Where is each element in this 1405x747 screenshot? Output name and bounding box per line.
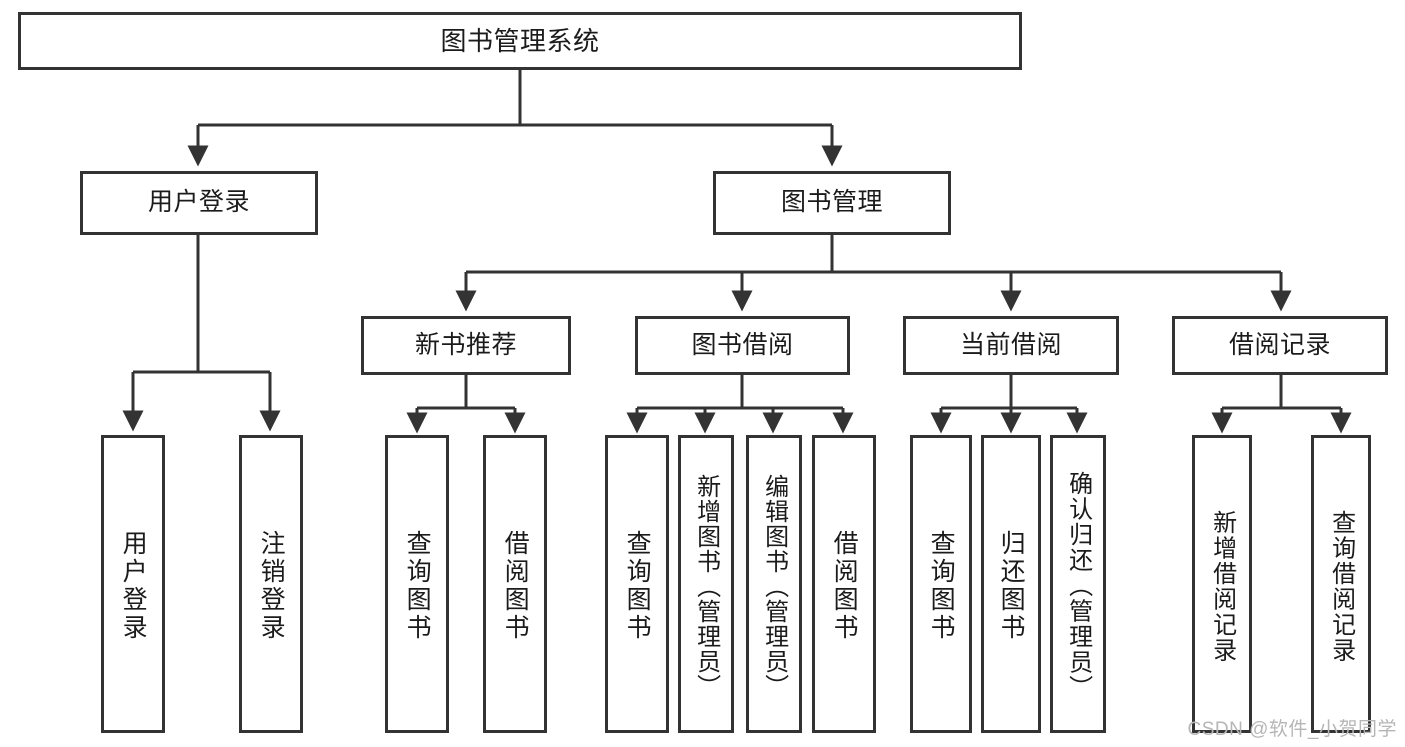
leaf-query-borrow-record[interactable]: 查询借阅记录	[1311, 435, 1371, 733]
leaf-borrow-book-recommend[interactable]: 借阅图书	[483, 435, 547, 733]
node-label: 查询图书	[403, 530, 432, 642]
node-root-system[interactable]: 图书管理系统	[18, 12, 1022, 70]
leaf-add-borrow-record[interactable]: 新增借阅记录	[1192, 435, 1252, 733]
node-label: 新增借阅记录	[1208, 509, 1236, 663]
leaf-user-login[interactable]: 用户登录	[101, 435, 165, 733]
csdn-watermark: CSDN @软件_小贺同学	[1187, 719, 1397, 740]
leaf-confirm-return-admin[interactable]: 确认归还（管理员）	[1050, 435, 1106, 733]
leaf-query-book-borrow[interactable]: 查询图书	[605, 435, 669, 733]
node-label: 新增图书（管理员）	[692, 473, 720, 699]
node-borrow-record[interactable]: 借阅记录	[1172, 316, 1388, 375]
leaf-borrow-book-borrow[interactable]: 借阅图书	[812, 435, 876, 733]
node-label: 图书管理	[780, 188, 883, 217]
node-label: 编辑图书（管理员）	[760, 473, 788, 699]
leaf-query-book-current[interactable]: 查询图书	[910, 435, 972, 733]
node-label: 查询借阅记录	[1327, 509, 1355, 663]
leaf-edit-book-admin[interactable]: 编辑图书（管理员）	[746, 435, 802, 733]
node-label: 借阅图书	[830, 530, 859, 642]
node-label: 归还图书	[997, 530, 1026, 642]
node-label: 确认归还（管理员）	[1064, 471, 1092, 701]
node-label: 图书管理系统	[440, 25, 600, 56]
leaf-add-book-admin[interactable]: 新增图书（管理员）	[678, 435, 734, 733]
node-label: 借阅记录	[1228, 330, 1331, 359]
node-label: 借阅图书	[501, 530, 530, 642]
node-label: 注销登录	[257, 530, 286, 642]
node-label: 当前借阅	[959, 330, 1062, 359]
node-book-borrow[interactable]: 图书借阅	[635, 316, 850, 375]
node-label: 新书推荐	[414, 330, 517, 359]
node-label: 图书借阅	[691, 330, 794, 359]
node-label: 查询图书	[623, 530, 652, 642]
node-label: 用户登录	[119, 530, 148, 642]
node-user-login[interactable]: 用户登录	[80, 171, 318, 235]
node-new-book-recommend[interactable]: 新书推荐	[361, 316, 571, 375]
leaf-logout-login[interactable]: 注销登录	[239, 435, 303, 733]
node-book-manage[interactable]: 图书管理	[713, 171, 951, 235]
leaf-query-book-recommend[interactable]: 查询图书	[385, 435, 449, 733]
node-current-borrow[interactable]: 当前借阅	[903, 316, 1119, 375]
node-label: 用户登录	[147, 188, 250, 217]
node-label: 查询图书	[927, 530, 956, 642]
leaf-return-book[interactable]: 归还图书	[981, 435, 1041, 733]
